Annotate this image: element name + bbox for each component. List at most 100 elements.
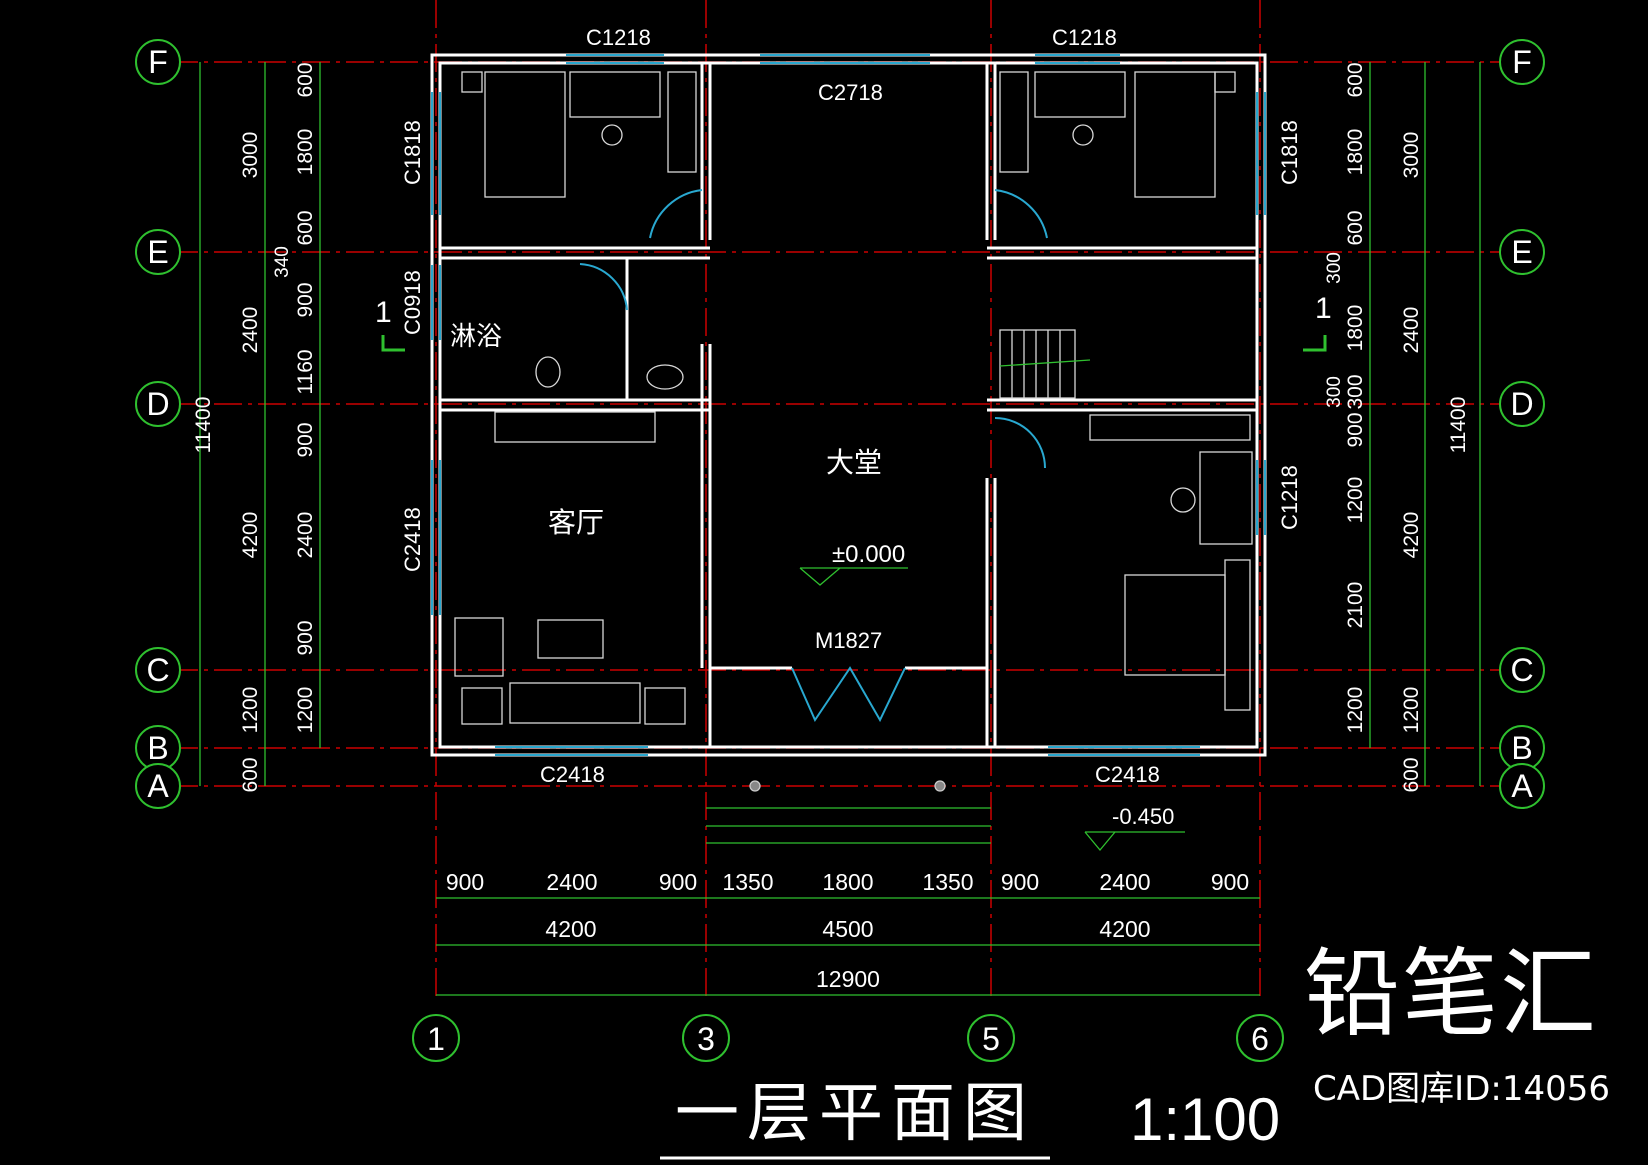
room-label-bath: 淋浴 xyxy=(450,321,502,351)
axis-label-row-F: F xyxy=(148,44,168,80)
room-label-living: 客厅 xyxy=(548,507,604,538)
dim-bottom-total: 12900 xyxy=(816,966,880,992)
door-label: M1827 xyxy=(815,628,882,653)
dim-right-inner: 1800 xyxy=(1344,305,1367,352)
axis-bubble-col-1: 1 xyxy=(412,1014,460,1062)
axis-label-col-6: 6 xyxy=(1251,1021,1269,1057)
dim-left-outer: 1200 xyxy=(239,687,262,734)
axis-label-row-D: D xyxy=(1510,386,1533,422)
dim-left-total: 11400 xyxy=(192,397,215,454)
dim-right-outer: 600 xyxy=(1400,757,1423,792)
dim-left-inner: 600 xyxy=(294,210,317,245)
furniture xyxy=(454,71,1253,725)
window-label-top-right: C1218 xyxy=(1052,25,1117,50)
dim-right-outer: 1200 xyxy=(1400,687,1423,734)
section-mark-left: 1 xyxy=(375,296,392,329)
dim-bottom-row2: 4200 xyxy=(1099,916,1150,942)
level-outside: -0.450 xyxy=(1112,804,1174,829)
axis-bubble-row-C-left: C xyxy=(135,647,181,693)
section-marks xyxy=(381,335,1327,352)
dim-left-outer: 3000 xyxy=(239,132,262,179)
dim-bottom-row1: 1350 xyxy=(922,869,973,895)
axis-bubble-row-A-left: A xyxy=(135,763,181,809)
axis-bubble-row-C-right: C xyxy=(1499,647,1545,693)
window-label-living: C2418 xyxy=(400,507,425,572)
window-label-right-bedroom: C1818 xyxy=(1277,120,1302,185)
dim-bottom-row2: 4200 xyxy=(545,916,596,942)
dim-right-inner: 2100 xyxy=(1344,582,1367,629)
window-labels: C1218 C1218 C2718 C1818 C1818 C0918 C241… xyxy=(400,25,1302,787)
window-label-bottom-left: C2418 xyxy=(540,762,605,787)
dim-right-extra: 300 xyxy=(1324,376,1345,408)
dim-left-outer: 4200 xyxy=(239,512,262,559)
axis-label-row-C: C xyxy=(146,652,169,688)
dim-bottom-row1: 900 xyxy=(659,869,697,895)
dim-left-inner: 1200 xyxy=(294,687,317,734)
axis-label-row-E: E xyxy=(1511,234,1532,270)
axis-bubble-row-E-right: E xyxy=(1499,229,1545,275)
axis-bubble-row-F-left: F xyxy=(135,39,181,85)
dim-right-inner: 1200 xyxy=(1344,687,1367,734)
drawing-title-block: 一层平面图 1:100 xyxy=(660,1077,1280,1160)
dim-left-extra: 340 xyxy=(272,246,293,278)
dimension-labels: 900 2400 900 1350 1800 1350 900 2400 900 4200 4500… xyxy=(192,62,1470,992)
dim-right-total: 11400 xyxy=(1447,397,1470,454)
dim-right-inner: 600 xyxy=(1344,62,1367,97)
dim-right-extra: 300 xyxy=(1324,252,1345,284)
axis-bubble-row-F-right: F xyxy=(1499,39,1545,85)
dim-left-outer: 600 xyxy=(239,757,262,792)
axis-label-row-A: A xyxy=(1511,768,1533,804)
window-label-top-left: C1218 xyxy=(586,25,651,50)
axis-label-col-1: 1 xyxy=(427,1021,445,1057)
axis-bubble-row-D-left: D xyxy=(135,381,181,427)
dim-left-inner: 900 xyxy=(294,620,317,655)
dim-right-outer: 3000 xyxy=(1400,132,1423,179)
axis-bubble-col-3: 3 xyxy=(682,1014,730,1062)
axis-bubble-col-6: 6 xyxy=(1236,1014,1284,1062)
dim-left-inner: 900 xyxy=(294,422,317,457)
axis-label-col-3: 3 xyxy=(697,1021,715,1057)
window-label-bath: C0918 xyxy=(400,270,425,335)
room-labels: 淋浴 客厅 大堂 ±0.000 -0.450 1 1 xyxy=(375,292,1332,829)
axis-label-row-E: E xyxy=(147,234,168,270)
walls xyxy=(430,53,1267,757)
dim-right-outer: 4200 xyxy=(1400,512,1423,559)
window-label-left-bedroom: C1818 xyxy=(400,120,425,185)
dim-right-inner: 300 xyxy=(1344,374,1367,409)
dim-left-inner: 600 xyxy=(294,62,317,97)
axis-bubble-row-E-left: E xyxy=(135,229,181,275)
dim-right-inner: 600 xyxy=(1344,210,1367,245)
dim-bottom-row1: 900 xyxy=(1001,869,1039,895)
dim-right-inner: 900 xyxy=(1344,412,1367,447)
axis-label-col-5: 5 xyxy=(982,1021,1000,1057)
dim-bottom-row1: 1350 xyxy=(722,869,773,895)
dim-bottom-row2: 4500 xyxy=(822,916,873,942)
dim-right-inner: 1200 xyxy=(1344,477,1367,524)
dim-bottom-row1: 900 xyxy=(1211,869,1249,895)
axis-bubble-row-B-right: B xyxy=(1499,725,1545,771)
dim-right-outer: 2400 xyxy=(1400,307,1423,354)
axis-label-row-A: A xyxy=(147,768,169,804)
axis-label-row-D: D xyxy=(146,386,169,422)
dim-right-inner: 1800 xyxy=(1344,129,1367,176)
dim-bottom-row1: 900 xyxy=(446,869,484,895)
axis-bubble-col-5: 5 xyxy=(967,1014,1015,1062)
axis-bubble-row-A-right: A xyxy=(1499,763,1545,809)
dim-left-inner: 1160 xyxy=(294,349,317,394)
axis-bubble-row-D-right: D xyxy=(1499,381,1545,427)
watermark-brand: 铅笔汇 xyxy=(1304,938,1598,1050)
level-floor: ±0.000 xyxy=(832,541,905,568)
dim-bottom-row1: 2400 xyxy=(546,869,597,895)
dim-left-inner: 900 xyxy=(294,282,317,317)
dim-left-inner: 2400 xyxy=(294,512,317,559)
axis-bubble-row-B-left: B xyxy=(135,725,181,771)
drawing-title: 一层平面图 xyxy=(675,1077,1035,1149)
stair xyxy=(999,329,1091,399)
window-label-top-center: C2718 xyxy=(818,80,883,105)
axis-label-row-C: C xyxy=(1510,652,1533,688)
level-markers xyxy=(799,567,1185,852)
window-label-bottom-right: C2418 xyxy=(1095,762,1160,787)
watermark-id: CAD图库ID:14056 xyxy=(1312,1069,1610,1109)
windows xyxy=(431,54,1266,756)
